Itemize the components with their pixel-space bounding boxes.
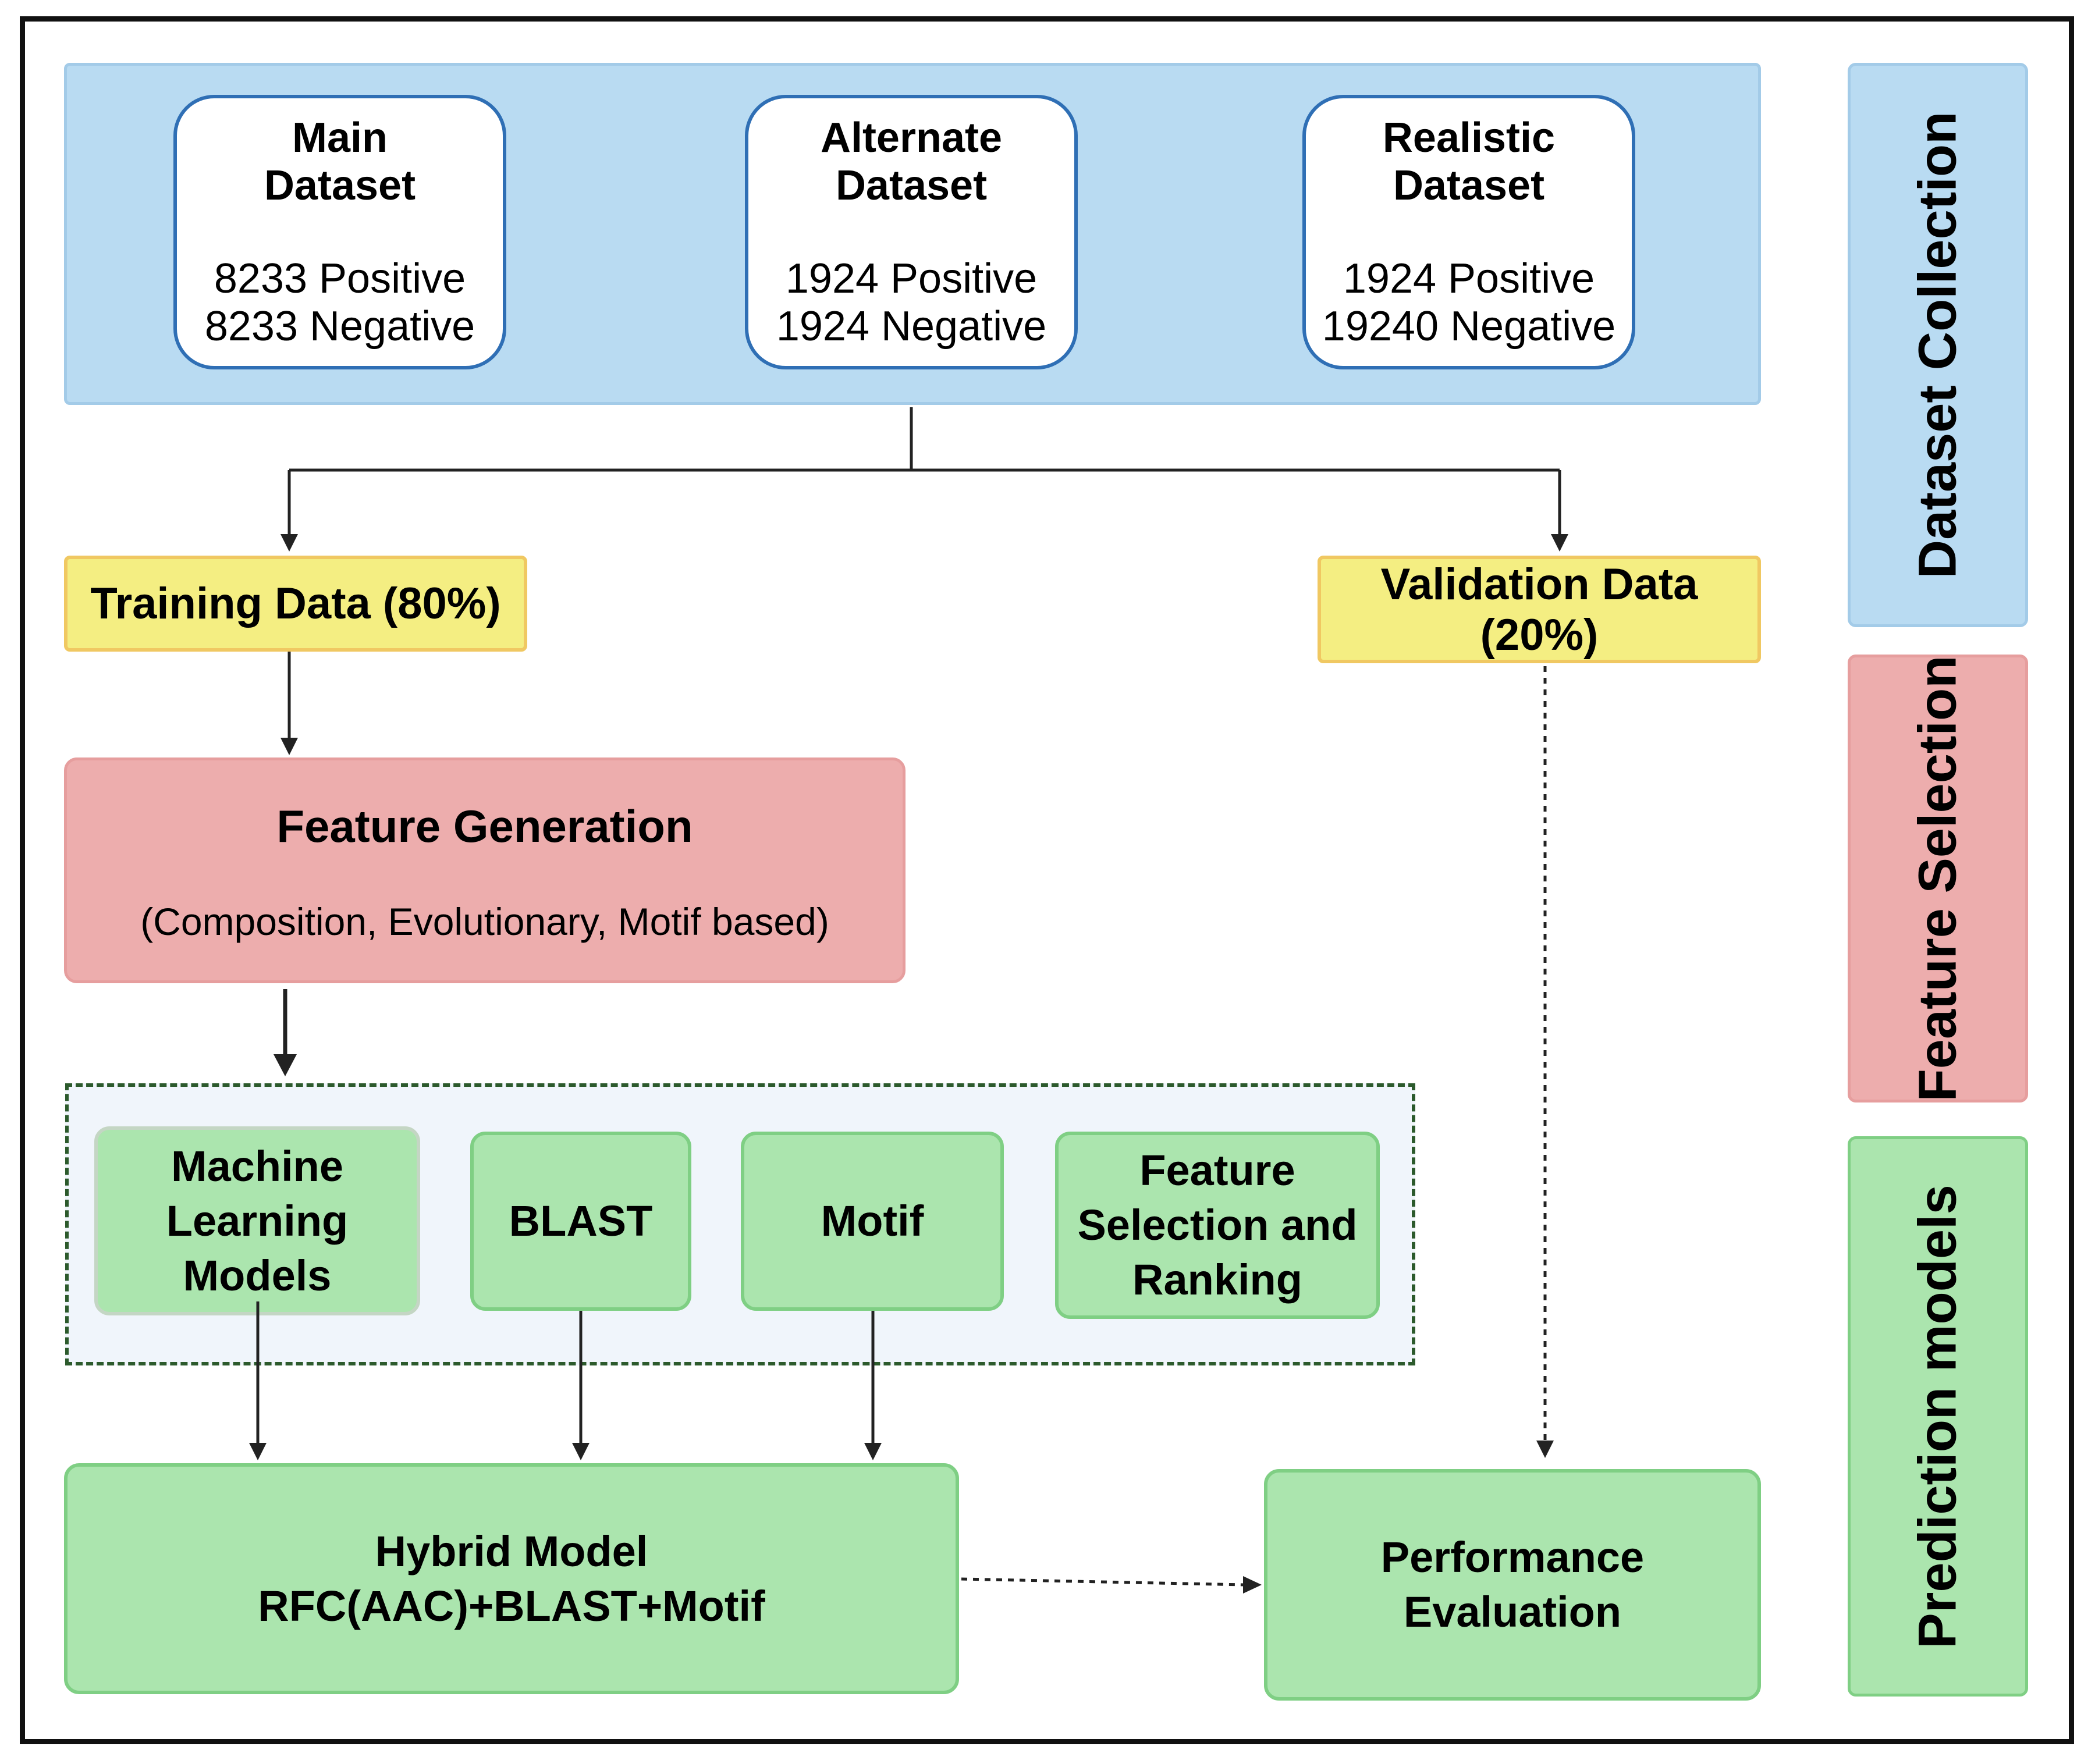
stage-prediction-models: Prediction models [1848, 1136, 2028, 1697]
blast-box: BLAST [470, 1132, 691, 1311]
dotted-hybrid-to-performance [961, 1577, 1245, 1587]
hybrid-model-box: Hybrid Model RFC(AAC)+BLAST+Motif [64, 1463, 959, 1694]
alternate-dataset-box: Alternate Dataset 1924 Positive 1924 Neg… [745, 95, 1078, 369]
machine-learning-models-label: Machine Learning Models [166, 1141, 349, 1300]
main-dataset-title: Main Dataset [264, 115, 416, 209]
realistic-dataset-positive: 1924 Positive [1343, 255, 1595, 302]
blast-label: BLAST [509, 1197, 653, 1245]
machine-learning-models-box: Machine Learning Models [94, 1126, 420, 1315]
feature-selection-ranking-label: Feature Selection and Ranking [1077, 1146, 1358, 1304]
arrowhead-feature-generation [280, 738, 298, 755]
realistic-dataset-box: Realistic Dataset 1924 Positive 19240 Ne… [1302, 95, 1635, 369]
arrowhead-validation [1551, 534, 1568, 552]
arrowhead-ml-hybrid [249, 1443, 267, 1460]
arrowhead-hybrid-performance [1243, 1576, 1262, 1594]
validation-data-label: Validation Data (20%) [1380, 559, 1698, 660]
main-dataset-box: Main Dataset 8233 Positive 8233 Negative [173, 95, 506, 369]
arrowhead-methods [274, 1054, 297, 1076]
realistic-dataset-negative: 19240 Negative [1322, 303, 1616, 350]
feature-generation-box: Feature Generation (Composition, Evoluti… [64, 757, 906, 983]
realistic-dataset-title: Realistic Dataset [1382, 115, 1556, 209]
alternate-dataset-negative: 1924 Negative [776, 303, 1047, 350]
training-data-box: Training Data (80%) [64, 556, 527, 652]
main-dataset-negative: 8233 Negative [204, 303, 475, 350]
feature-generation-subtitle: (Composition, Evolutionary, Motif based) [140, 900, 829, 943]
hybrid-model-title: Hybrid Model [375, 1527, 648, 1575]
feature-generation-title: Feature Generation [276, 801, 693, 852]
main-dataset-positive: 8233 Positive [214, 255, 466, 302]
arrowhead-training [280, 534, 298, 552]
performance-evaluation-box: Performance Evaluation [1264, 1469, 1761, 1701]
motif-box: Motif [741, 1132, 1004, 1311]
performance-evaluation-label: Performance Evaluation [1380, 1533, 1645, 1636]
arrowhead-validation-performance [1536, 1441, 1554, 1458]
hybrid-model-formula: RFC(AAC)+BLAST+Motif [258, 1581, 765, 1630]
motif-label: Motif [821, 1197, 924, 1245]
stage-dataset-collection: Dataset Collection [1848, 63, 2028, 627]
validation-data-box: Validation Data (20%) [1318, 556, 1761, 663]
alternate-dataset-positive: 1924 Positive [785, 255, 1038, 302]
stage-feature-selection: Feature Selection [1848, 655, 2028, 1102]
alternate-dataset-title: Alternate Dataset [820, 115, 1003, 209]
diagram-frame [20, 16, 2074, 1744]
feature-selection-ranking-box: Feature Selection and Ranking [1055, 1132, 1380, 1319]
training-data-label: Training Data (80%) [90, 579, 501, 628]
arrowhead-motif-hybrid [864, 1443, 882, 1460]
arrowhead-blast-hybrid [572, 1443, 590, 1460]
